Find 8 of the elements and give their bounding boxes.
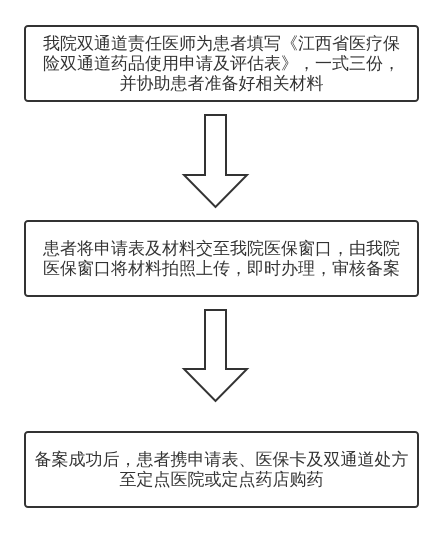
block-arrow: [182, 309, 250, 402]
block-arrow: [182, 114, 250, 208]
process-box: [24, 220, 419, 297]
step-text: 我院双通道责任医师为患者填写《江西省医疗保险双通道药品使用申请及评估表》，一式三份，并协助患者准备好相关材料: [42, 34, 401, 94]
step-text: 备案成功后，患者携申请表、医保卡及双通道处方至定点医院或定点药店购药: [34, 450, 410, 490]
step-text: 患者将申请表及材料交至我院医保窗口，由我院医保窗口将材料拍照上传，即时办理，审核备案: [42, 238, 401, 278]
process-box: [24, 431, 419, 508]
process-box: [24, 25, 419, 102]
